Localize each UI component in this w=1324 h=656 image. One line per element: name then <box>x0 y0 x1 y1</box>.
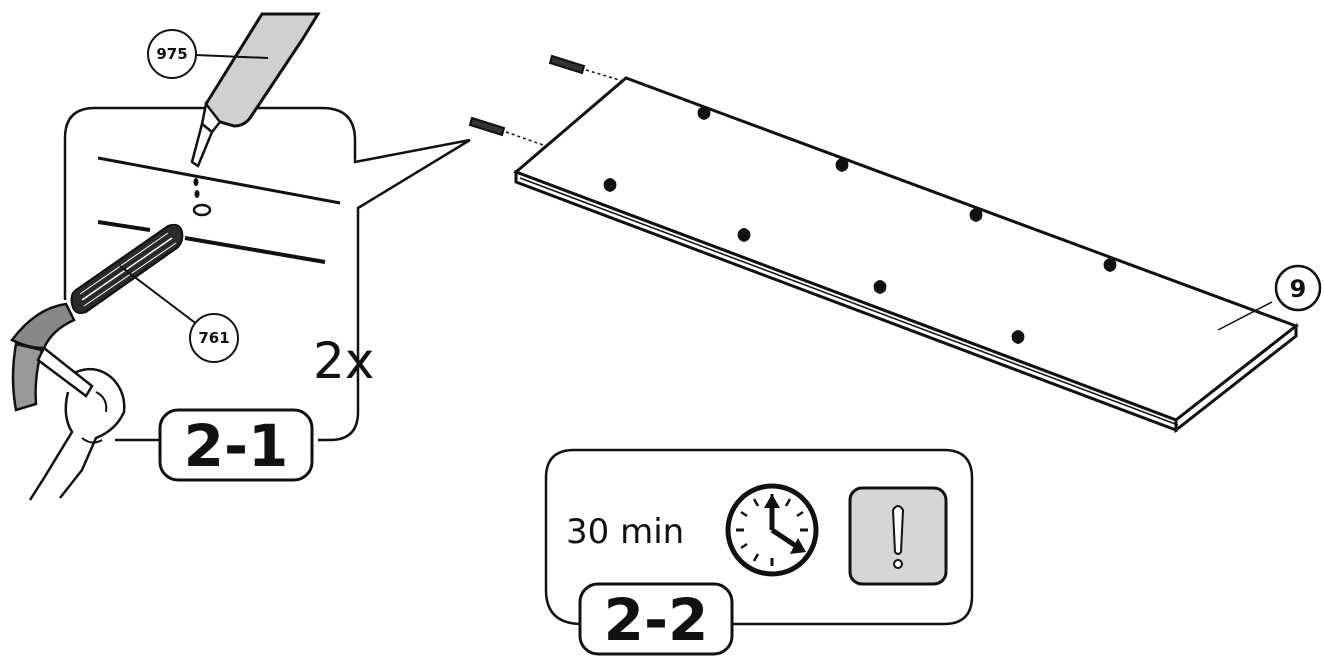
step-2-1-label-box <box>158 408 314 482</box>
panel-callout-circle <box>1274 264 1322 312</box>
step-2-2-frame <box>544 448 974 626</box>
panel-callout-label: 9 <box>1290 275 1307 303</box>
detail-frame-left <box>63 106 96 300</box>
dowel-callout-circle <box>189 313 239 363</box>
dowel-hole <box>192 203 212 217</box>
step-2-2-label-box <box>578 582 734 656</box>
dowel-lower <box>468 116 547 147</box>
step-2-2-panel: 30 min 2-2 <box>544 448 974 656</box>
panel-holes <box>603 106 1117 344</box>
step-2-1-panel: 975 761 2x 2-1 <box>10 12 471 501</box>
panel-groove <box>519 177 1179 426</box>
glue-tube <box>190 12 321 168</box>
step-2-2-label: 2-2 <box>604 586 709 654</box>
board-line-mid-right <box>184 236 326 264</box>
board-line-mid-left <box>97 220 151 232</box>
dowel-upper <box>548 54 627 83</box>
hammer-hand-icon <box>10 302 126 501</box>
drying-time-text: 30 min <box>566 512 684 552</box>
glue-callout-circle <box>147 29 197 79</box>
glue-callout-leader <box>195 54 269 59</box>
panel-right-edge <box>1174 322 1298 434</box>
exclamation-icon <box>848 486 948 586</box>
step-2-1-multiplier: 2x <box>313 332 374 390</box>
detail-frame <box>95 106 471 442</box>
glue-callout-label: 975 <box>156 45 187 63</box>
panel-callout-leader <box>1217 301 1273 331</box>
dowel-callout-label: 761 <box>198 329 229 347</box>
panel-top-face <box>513 76 1300 422</box>
step-2-1-label: 2-1 <box>184 412 289 480</box>
panel-9: 9 <box>468 54 1322 434</box>
board-line-top <box>97 156 341 205</box>
clock-icon <box>725 483 819 577</box>
dowel-callout-leader <box>119 265 199 326</box>
glue-drop <box>194 190 200 198</box>
glue-drop <box>193 178 199 186</box>
